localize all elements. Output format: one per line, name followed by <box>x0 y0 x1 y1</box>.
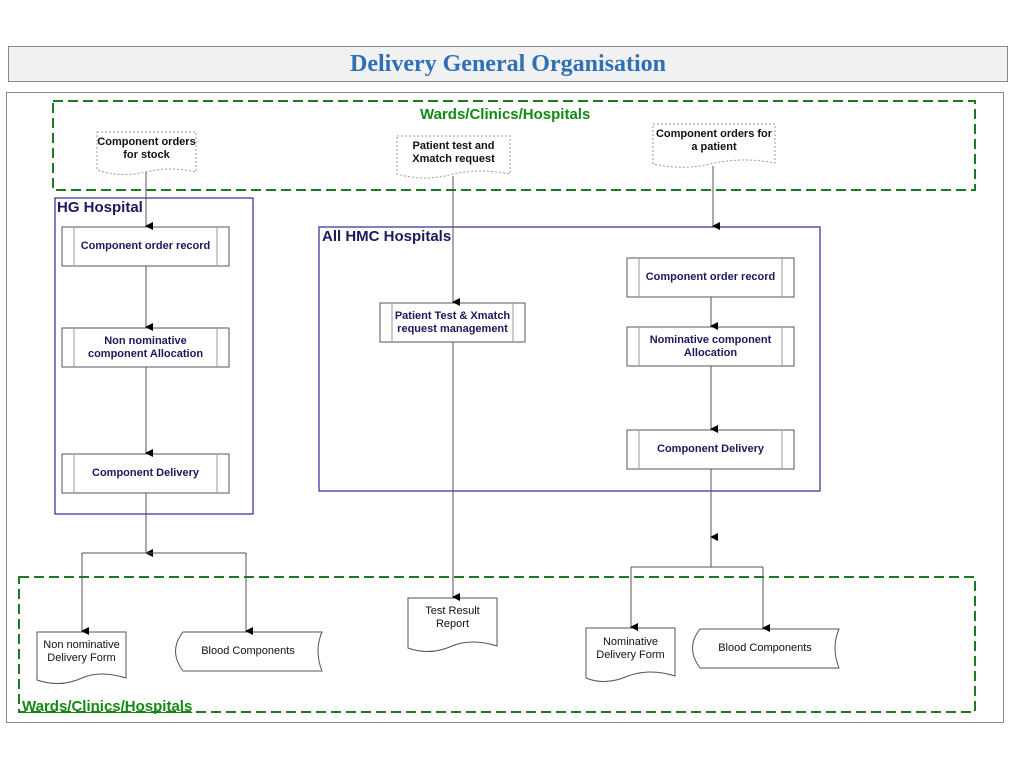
hmc-test-management-shape <box>379 302 526 343</box>
hmc-order-record-process: Component order record <box>645 271 776 283</box>
hmc-allocation-process: Nominative component Allocation <box>649 333 772 359</box>
test-result-shape <box>407 597 498 652</box>
patient-orders-shape <box>652 123 776 168</box>
hg-order-record-shape <box>61 226 230 267</box>
title-bar: Delivery General Organisation <box>8 46 1008 82</box>
blood-components-1-shape <box>175 631 323 672</box>
patient-test-document: Patient test and Xmatch request <box>412 140 495 165</box>
nominative-form-document: Nominative Delivery Form <box>596 636 665 661</box>
hmc-allocation-shape <box>626 326 795 367</box>
blood-components-1-storage: Blood Components <box>201 645 295 657</box>
zone-top-border <box>52 100 976 191</box>
non-nominative-form-document: Non nominative Delivery Form <box>43 639 120 664</box>
hmc-order-record-shape <box>626 257 795 298</box>
test-result-document: Test Result Report <box>425 605 480 630</box>
hg-delivery-shape <box>61 453 230 494</box>
zone-bottom-border <box>18 576 976 713</box>
zone-top-label: Wards/Clinics/Hospitals <box>420 106 591 123</box>
hmc-delivery-process: Component Delivery <box>657 443 764 455</box>
hmc-test-management-process: Patient Test & Xmatch request management <box>394 309 511 335</box>
blood-components-2-shape <box>692 628 840 669</box>
patient-orders-document: Component orders for a patient <box>655 128 773 153</box>
patient-test-shape <box>396 135 511 179</box>
connectors <box>81 166 770 635</box>
stock-orders-shape <box>96 131 197 176</box>
hmc-hospital-border <box>318 226 821 492</box>
page-title: Delivery General Organisation <box>350 51 666 77</box>
non-nominative-form-shape <box>36 631 127 684</box>
diagram-frame <box>6 92 1004 723</box>
hmc-delivery-shape <box>626 429 795 470</box>
stock-orders-document: Component orders for stock <box>97 136 196 161</box>
hmc-hospital-label: All HMC Hospitals <box>322 228 452 245</box>
zone-bottom-label: Wards/Clinics/Hospitals <box>22 698 193 715</box>
hg-hospital-label: HG Hospital <box>57 199 143 216</box>
hg-delivery-process: Component Delivery <box>92 467 199 479</box>
blood-components-2-storage: Blood Components <box>718 642 812 654</box>
nominative-form-shape <box>585 627 676 682</box>
hg-order-record-process: Component order record <box>80 240 211 252</box>
hg-hospital-border <box>54 197 254 515</box>
hg-allocation-process: Non nominative component Allocation <box>87 334 204 360</box>
